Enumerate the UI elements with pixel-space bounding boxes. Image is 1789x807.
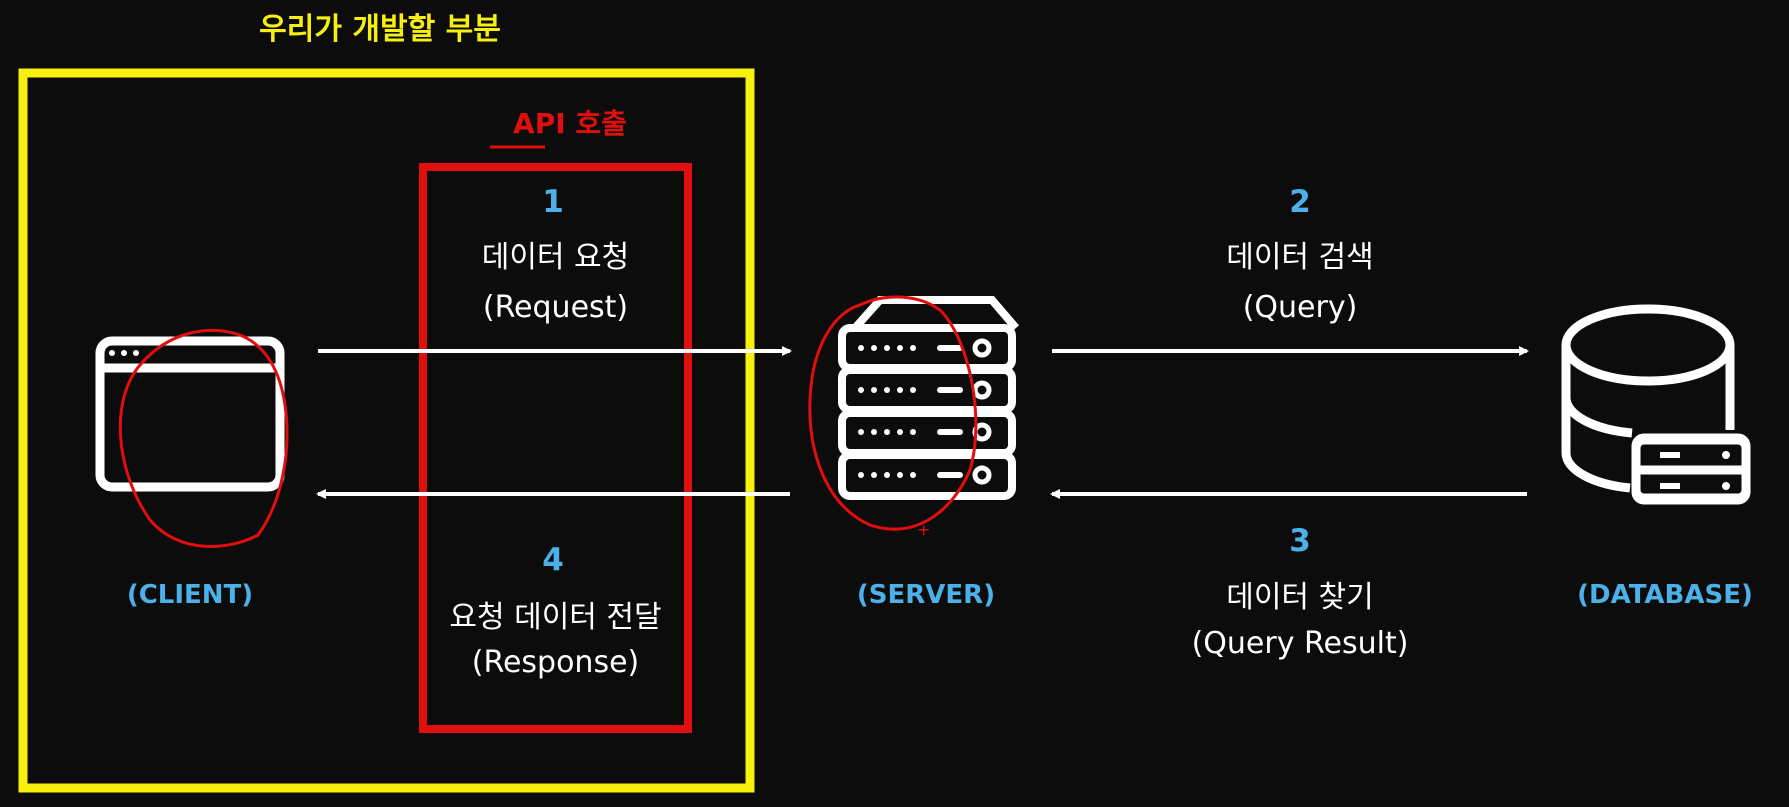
annotation-plus-mark: + [917, 520, 930, 539]
step-2-number: 2 [1289, 184, 1311, 220]
step-3-sublabel: (Query Result) [1191, 626, 1409, 661]
step-4-number: 4 [542, 542, 564, 578]
client-label: (CLIENT) [126, 580, 254, 610]
step-4-sublabel: (Response) [471, 645, 640, 680]
server-annotation-circle [808, 295, 978, 531]
development-scope-box [18, 68, 755, 793]
step-3-label: 데이터 찾기 [1226, 580, 1374, 615]
server-rack-icon [838, 296, 1020, 500]
step-4-label: 요청 데이터 전달 [449, 600, 662, 635]
database-icon [1561, 304, 1751, 505]
step-3-number: 3 [1289, 523, 1311, 559]
step-2-sublabel: (Query) [1242, 290, 1358, 325]
step-1-number: 1 [542, 184, 564, 220]
api-call-box [419, 163, 692, 733]
server-label: (SERVER) [856, 580, 996, 610]
client-annotation-circle [118, 328, 289, 548]
database-label: (DATABASE) [1577, 580, 1753, 610]
development-scope-title: 우리가 개발할 부분 [259, 12, 501, 47]
step-2-label: 데이터 검색 [1226, 240, 1374, 275]
api-call-title: API 호출 [513, 107, 627, 140]
step-1-sublabel: (Request) [482, 290, 629, 325]
browser-window-icon [95, 336, 285, 492]
step-1-label: 데이터 요청 [481, 240, 630, 275]
